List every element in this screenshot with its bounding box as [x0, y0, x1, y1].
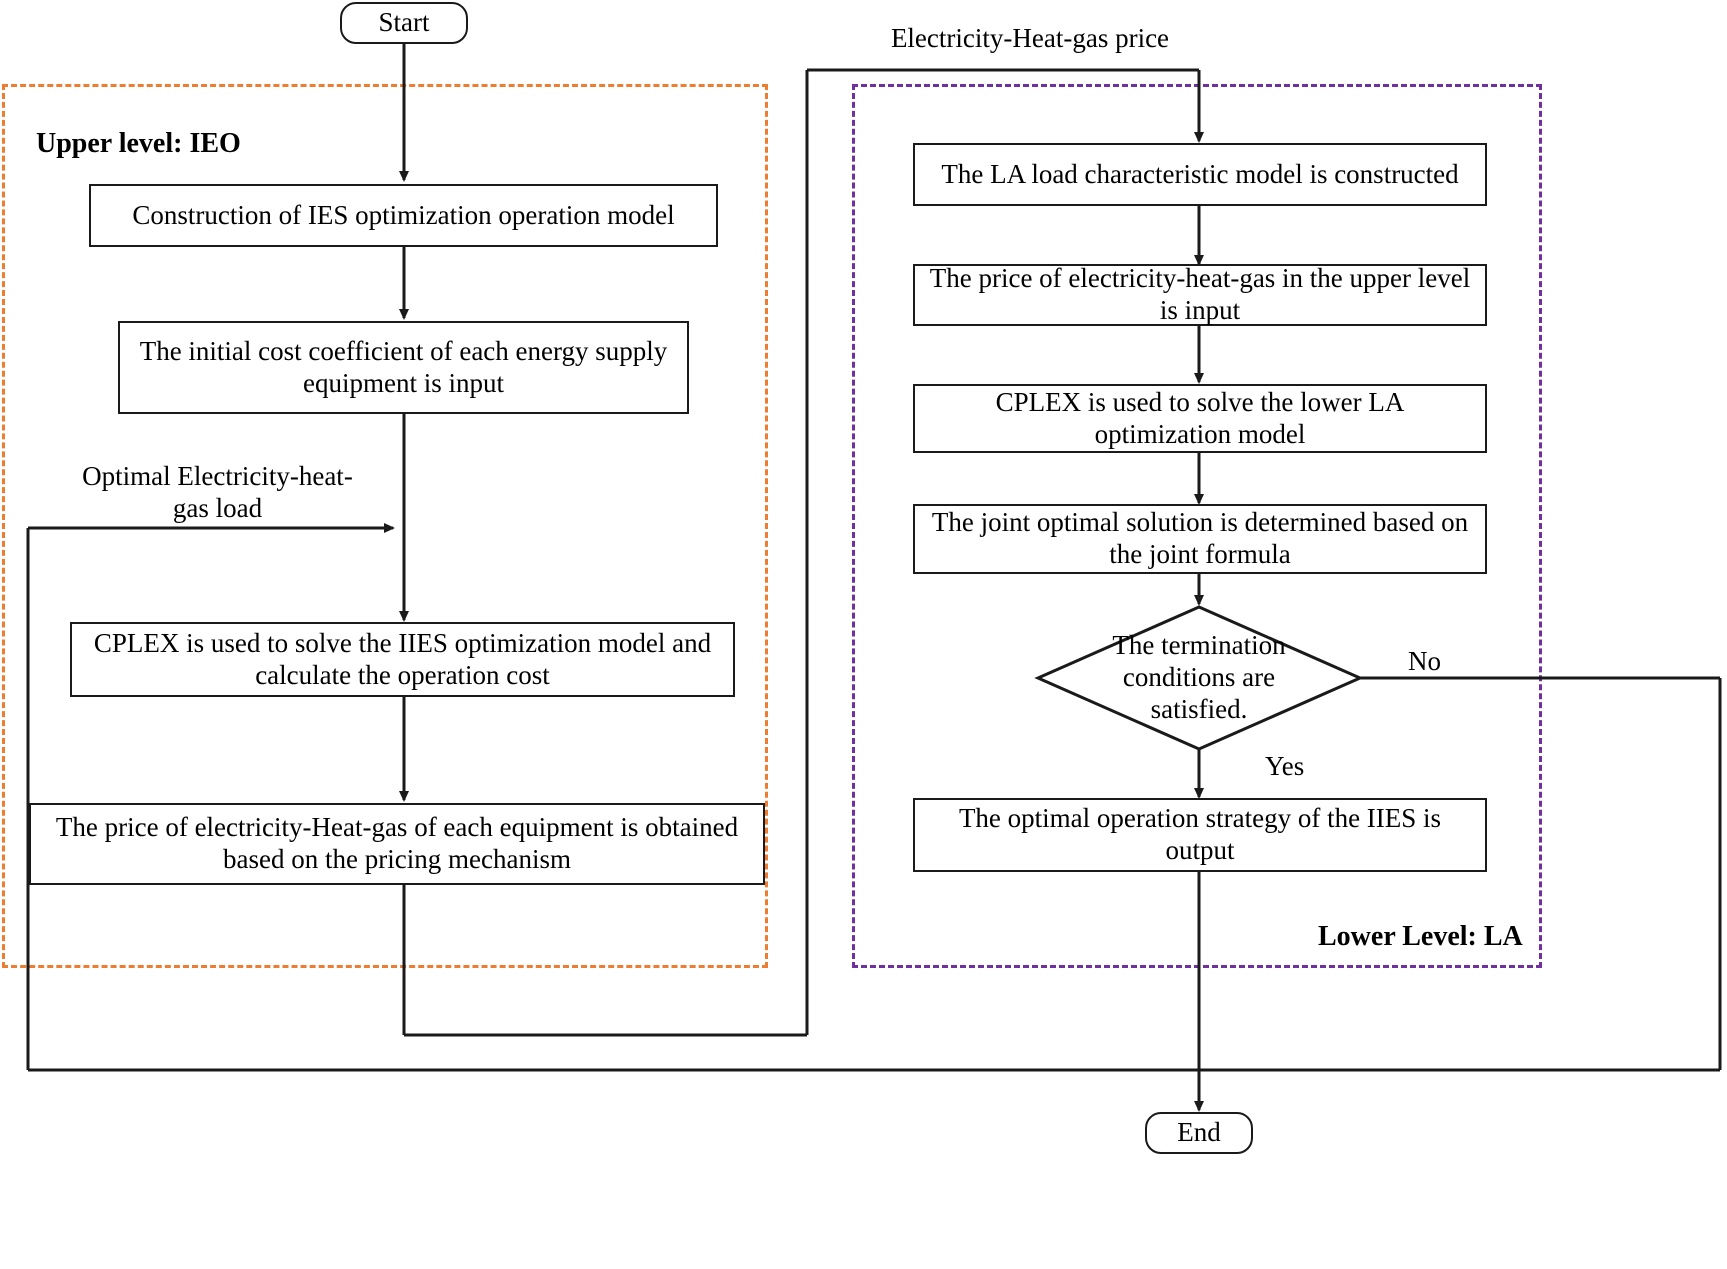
- node-joint-optimal-solution[interactable]: The joint optimal solution is determined…: [913, 504, 1487, 574]
- edge-label-no: No: [1408, 646, 1441, 676]
- node-cplex-solve-lower-la-model[interactable]: CPLEX is used to solve the lower LA opti…: [913, 384, 1487, 453]
- node-start[interactable]: Start: [340, 2, 468, 44]
- node-cplex-solve-iies-model[interactable]: CPLEX is used to solve the IIES optimiza…: [70, 622, 735, 697]
- node-price-obtained-pricing-mechanism[interactable]: The price of electricity-Heat-gas of eac…: [29, 803, 765, 885]
- zone-lower-level-la: [852, 84, 1542, 968]
- edge-label-yes: Yes: [1265, 751, 1305, 781]
- node-initial-cost-coefficient-input[interactable]: The initial cost coefficient of each ene…: [118, 321, 689, 414]
- node-la-load-characteristic-model[interactable]: The LA load characteristic model is cons…: [913, 143, 1487, 206]
- zone-upper-level-ieo: [2, 84, 768, 968]
- zone-label-upper: Upper level: IEO: [36, 128, 241, 159]
- node-construction-of-ies-model[interactable]: Construction of IES optimization operati…: [89, 184, 718, 247]
- node-optimal-operation-strategy-output[interactable]: The optimal operation strategy of the II…: [913, 798, 1487, 872]
- edge-label-electricity-heat-gas-price: Electricity-Heat-gas price: [890, 23, 1170, 53]
- node-termination-conditions-decision[interactable]: The termination conditions are satisfied…: [1112, 630, 1286, 724]
- node-end[interactable]: End: [1145, 1112, 1253, 1154]
- node-price-upper-level-input[interactable]: The price of electricity-heat-gas in the…: [913, 263, 1487, 326]
- zone-label-lower: Lower Level: LA: [1318, 921, 1523, 952]
- edge-label-optimal-load-feedback: Optimal Electricity-heat-gas load: [82, 461, 353, 524]
